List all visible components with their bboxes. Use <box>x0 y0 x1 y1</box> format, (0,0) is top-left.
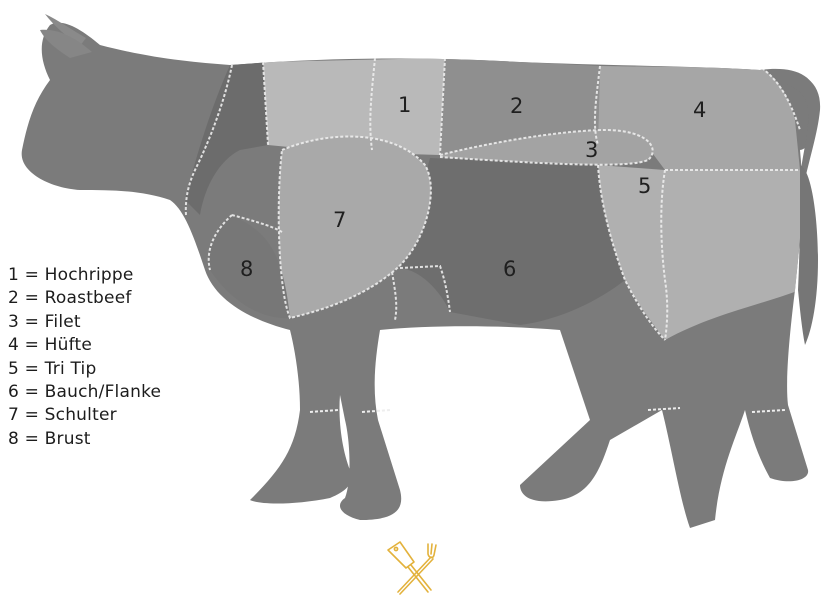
fork-icon <box>398 544 436 594</box>
cut-number-5: 5 <box>638 174 651 198</box>
legend-item-2: 2 = Roastbeef <box>8 287 161 310</box>
cut-number-6: 6 <box>503 257 516 281</box>
cut-number-7: 7 <box>333 208 346 232</box>
cuts-legend: 1 = Hochrippe 2 = Roastbeef 3 = Filet 4 … <box>8 264 161 451</box>
legend-item-4: 4 = Hüfte <box>8 334 161 357</box>
legend-item-3: 3 = Filet <box>8 311 161 334</box>
legend-item-1: 1 = Hochrippe <box>8 264 161 287</box>
cow-tail-tip <box>798 165 818 345</box>
cut-number-1: 1 <box>398 93 411 117</box>
cut-number-3: 3 <box>585 138 598 162</box>
cut-number-4: 4 <box>693 98 706 122</box>
cleaver-fork-logo-icon <box>384 540 440 596</box>
legend-item-6: 6 = Bauch/Flanke <box>8 381 161 404</box>
legend-item-8: 8 = Brust <box>8 428 161 451</box>
cut-number-2: 2 <box>510 94 523 118</box>
legend-item-5: 5 = Tri Tip <box>8 358 161 381</box>
cut-number-8: 8 <box>240 257 253 281</box>
legend-item-7: 7 = Schulter <box>8 404 161 427</box>
